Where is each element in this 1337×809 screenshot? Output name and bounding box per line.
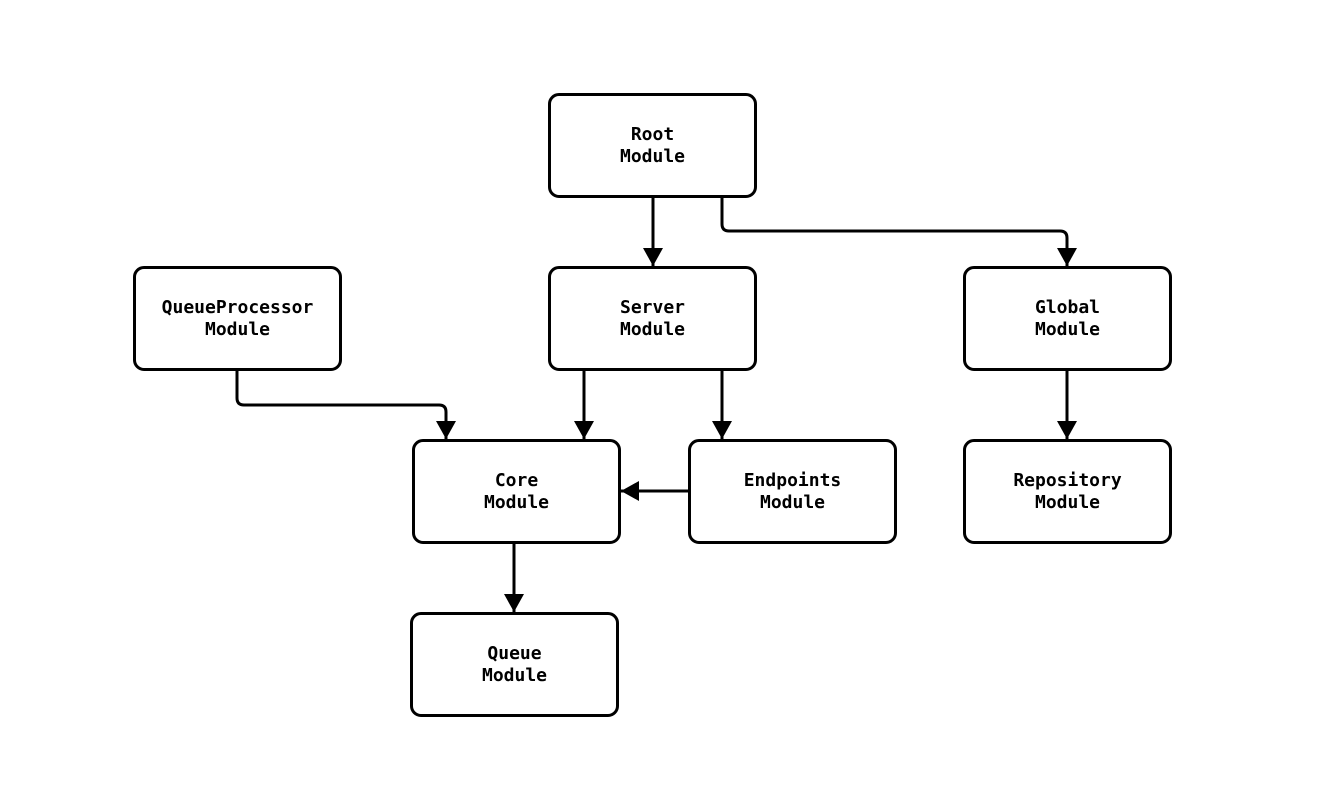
node-label-line: Module <box>759 491 826 513</box>
node-label-line: Module <box>204 318 271 340</box>
node-label-line: Module <box>1034 491 1101 513</box>
edge-root-module-to-global-module <box>720 198 1077 266</box>
node-label-line: Server <box>619 296 686 318</box>
node-label-line: Repository <box>1013 469 1122 491</box>
node-label-line: Root <box>630 123 675 145</box>
node-label-line: Module <box>1034 318 1101 340</box>
node-label-line: Core <box>494 469 539 491</box>
node-label-line: Module <box>619 318 686 340</box>
node-label-line: Global <box>1034 296 1101 318</box>
node-label-line: Endpoints <box>743 469 842 491</box>
node-label-line: Module <box>483 491 550 513</box>
node-label-line: QueueProcessor <box>161 296 314 318</box>
node-label-line: Module <box>481 664 548 686</box>
edges-group <box>235 198 1077 612</box>
node-label-line: Queue <box>487 642 542 664</box>
node-label-line: Module <box>619 145 686 167</box>
edge-queueprocessor-module-to-core-module <box>235 371 456 439</box>
